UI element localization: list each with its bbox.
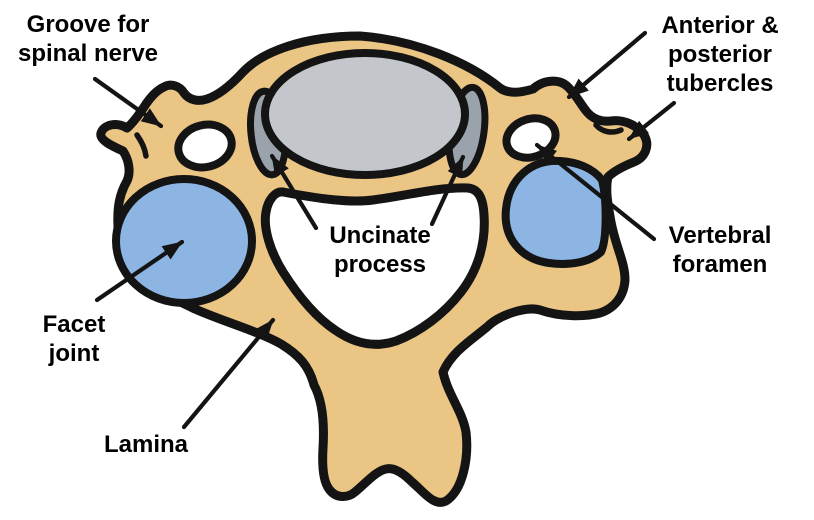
right-tubercle-cleft-line: [593, 122, 624, 135]
label-line: process: [333, 251, 427, 278]
arrow-anterior-tubercle: [566, 30, 648, 100]
label-line: foramen: [672, 251, 768, 278]
arrow-vertebral-foramen: [534, 142, 657, 242]
label-line: Facet: [42, 311, 106, 338]
label-line: posterior: [667, 41, 772, 68]
label-line: Lamina: [103, 431, 189, 458]
label-line: joint: [48, 340, 100, 367]
vertebral-body-shape: [261, 49, 469, 179]
label-line: Groove for: [26, 11, 150, 38]
arrow-groove-spinal-nerve: [92, 76, 164, 129]
label-anterior-posterior-tubercles: Anterior & posterior tubercles: [661, 11, 778, 98]
arrow-facet-joint: [94, 239, 185, 303]
label-line: Uncinate: [329, 222, 431, 249]
left-tubercle-cleft-line: [134, 132, 149, 159]
arrow-lamina: [181, 317, 276, 430]
transverse-foramen-left-shape: [174, 120, 236, 172]
label-line: tubercles: [666, 70, 774, 97]
arrow-uncinate-right: [429, 154, 466, 227]
label-uncinate-process: Uncinate process: [329, 221, 430, 279]
facet-joint-left-shape: [112, 175, 256, 307]
label-line: spinal nerve: [17, 40, 159, 67]
label-facet-joint: Facet joint: [43, 310, 106, 368]
label-line: Vertebral: [668, 222, 772, 249]
label-vertebral-foramen: Vertebral foramen: [669, 221, 772, 279]
label-line: Anterior &: [661, 12, 779, 39]
arrow-posterior-tubercle: [626, 100, 677, 142]
label-lamina: Lamina: [104, 430, 188, 459]
vertebral-canal-shape: [260, 183, 489, 349]
label-groove-for-spinal-nerve: Groove for spinal nerve: [18, 10, 158, 68]
facet-joint-right-shape: [501, 156, 610, 268]
arrow-uncinate-left: [269, 153, 319, 231]
